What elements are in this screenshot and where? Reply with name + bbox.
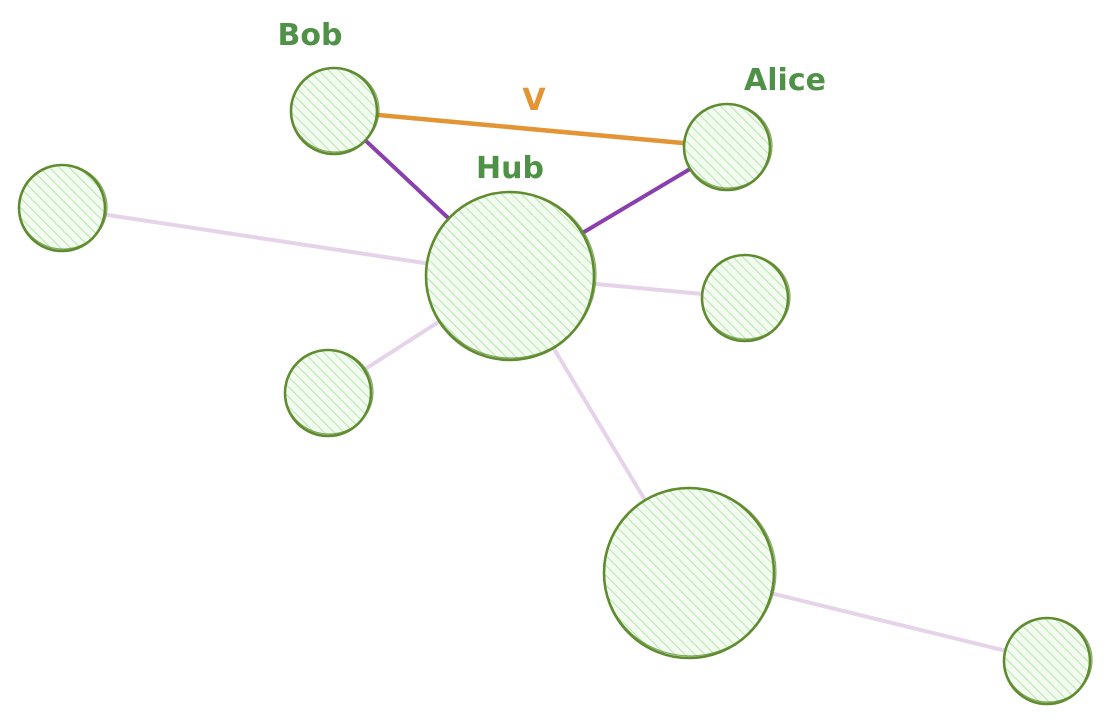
edge-big-bottom-hub	[551, 345, 648, 503]
node-hub	[424, 190, 597, 362]
node-sketch-far-bottom-right	[1003, 617, 1093, 703]
node-far-bottom-right	[1002, 616, 1093, 706]
node-sketch-right	[701, 254, 791, 340]
edge-bob-alice	[374, 112, 687, 146]
edge-big-bottom-far	[769, 591, 1008, 653]
edge-lower-left-hub	[362, 319, 442, 372]
node-lower-left	[283, 348, 374, 438]
node-sketch-alice	[683, 103, 773, 189]
node-label-bob: Bob	[278, 18, 343, 53]
node-sketch-bob	[290, 67, 380, 153]
edges-layer	[102, 112, 1008, 653]
edge-label-bob-alice: V	[522, 83, 546, 118]
edge-alice-hub	[580, 167, 692, 236]
edge-left-hub	[102, 212, 429, 266]
node-sketch-lower-left	[284, 349, 374, 435]
edge-bob-hub	[363, 138, 451, 221]
node-big-bottom	[602, 486, 777, 660]
node-sketch-big-bottom	[603, 487, 777, 657]
node-sketch-left	[18, 164, 108, 250]
edge-right-hub	[591, 281, 705, 296]
node-label-hub: Hub	[476, 151, 544, 186]
node-label-alice: Alice	[744, 63, 826, 98]
nodes-layer	[17, 66, 1093, 706]
node-right	[700, 253, 791, 343]
node-alice	[682, 102, 773, 192]
node-bob	[289, 66, 380, 156]
node-left	[17, 163, 108, 253]
node-sketch-hub	[425, 191, 597, 359]
